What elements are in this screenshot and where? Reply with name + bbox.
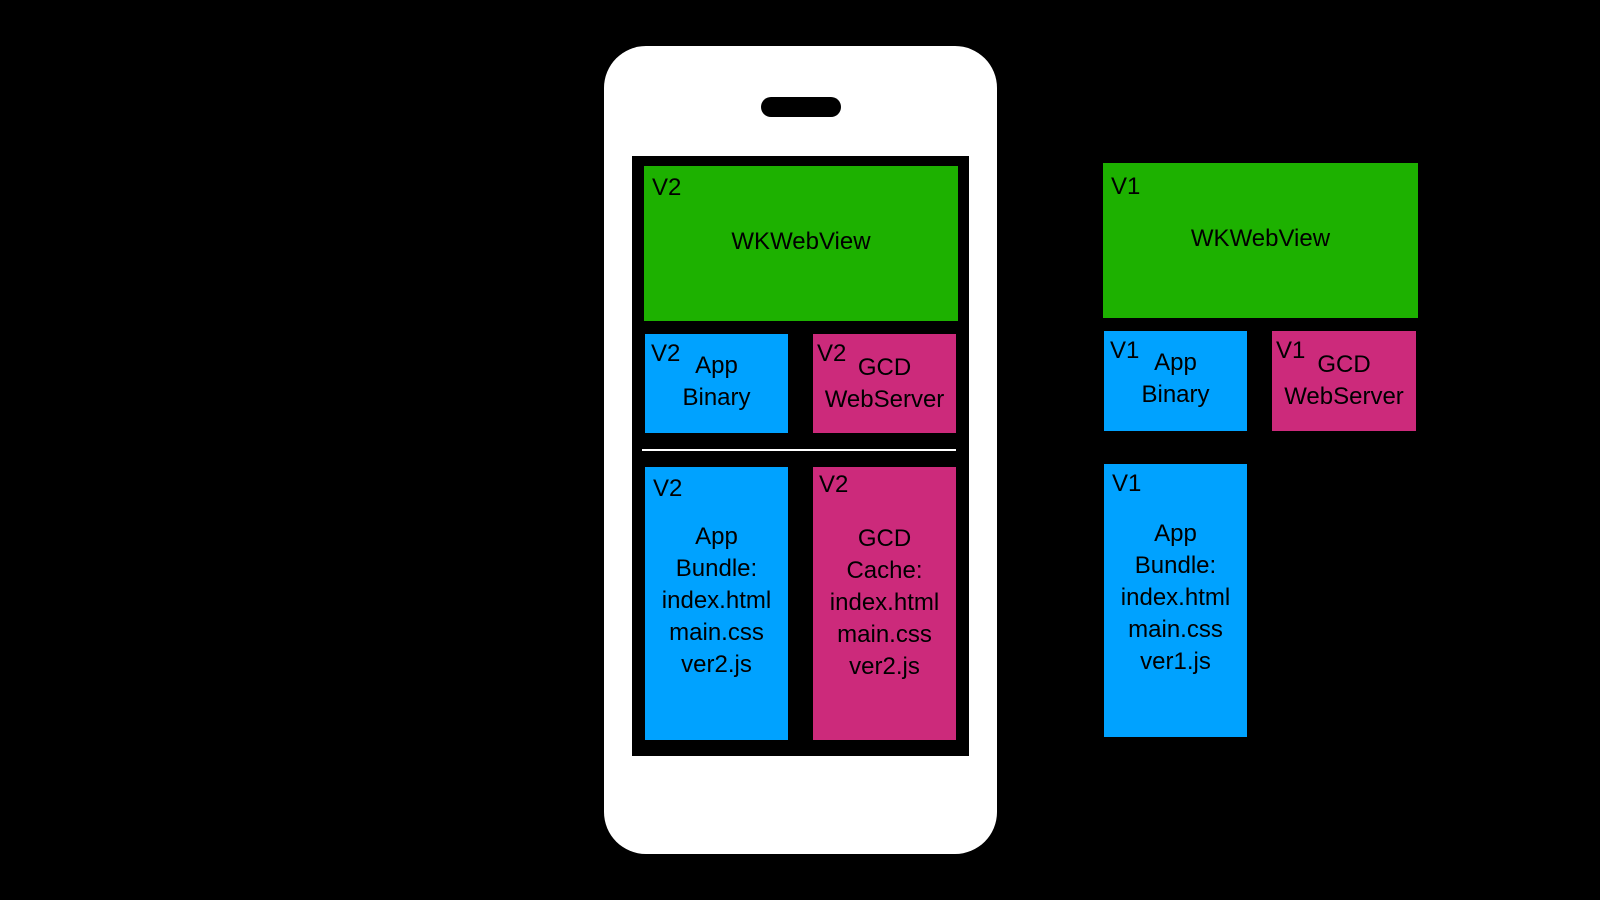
v1-gcd-webserver-block: V1 GCD WebServer xyxy=(1272,331,1416,431)
v1-app-binary-label: App Binary xyxy=(1141,349,1210,408)
v1-gcd-webserver-version: V1 xyxy=(1276,337,1306,364)
v2-app-bundle-version: V2 xyxy=(653,475,683,502)
v1-app-bundle-version: V1 xyxy=(1112,470,1142,497)
v1-webview-block: V1 WKWebView xyxy=(1103,163,1418,318)
v2-gcd-webserver-version: V2 xyxy=(817,340,847,367)
v2-app-bundle-block: V2 App Bundle: index.html main.css ver2.… xyxy=(645,467,788,740)
v1-app-bundle-label: App Bundle: index.html main.css ver1.js xyxy=(1120,520,1231,675)
v1-webview-version: V1 xyxy=(1111,173,1141,200)
v2-gcd-cache-version: V2 xyxy=(819,471,849,498)
v2-gcd-cache-label: GCD Cache: index.html main.css ver2.js xyxy=(829,525,940,680)
v2-gcd-webserver-block: V2 GCD WebServer xyxy=(813,334,956,433)
v1-webview-label: WKWebView xyxy=(1190,225,1331,252)
v2-gcd-cache-block: V2 GCD Cache: index.html main.css ver2.j… xyxy=(813,467,956,740)
v1-gcd-webserver-label: GCD WebServer xyxy=(1284,351,1404,410)
v2-webview-version: V2 xyxy=(652,174,682,201)
v2-app-binary-version: V2 xyxy=(651,340,681,367)
phone-screen-divider xyxy=(642,449,956,451)
v2-app-binary-block: V2 App Binary xyxy=(645,334,788,433)
phone-speaker xyxy=(761,97,841,117)
v2-webview-label: WKWebView xyxy=(731,228,871,255)
v1-app-binary-version: V1 xyxy=(1110,337,1140,364)
v2-app-bundle-label: App Bundle: index.html main.css ver2.js xyxy=(661,523,772,678)
v1-app-bundle-block: V1 App Bundle: index.html main.css ver1.… xyxy=(1104,464,1247,737)
v1-app-binary-block: V1 App Binary xyxy=(1104,331,1247,431)
v2-gcd-webserver-label: GCD WebServer xyxy=(824,354,945,413)
v2-app-binary-label: App Binary xyxy=(682,352,751,411)
v2-webview-block: V2 WKWebView xyxy=(644,166,958,321)
